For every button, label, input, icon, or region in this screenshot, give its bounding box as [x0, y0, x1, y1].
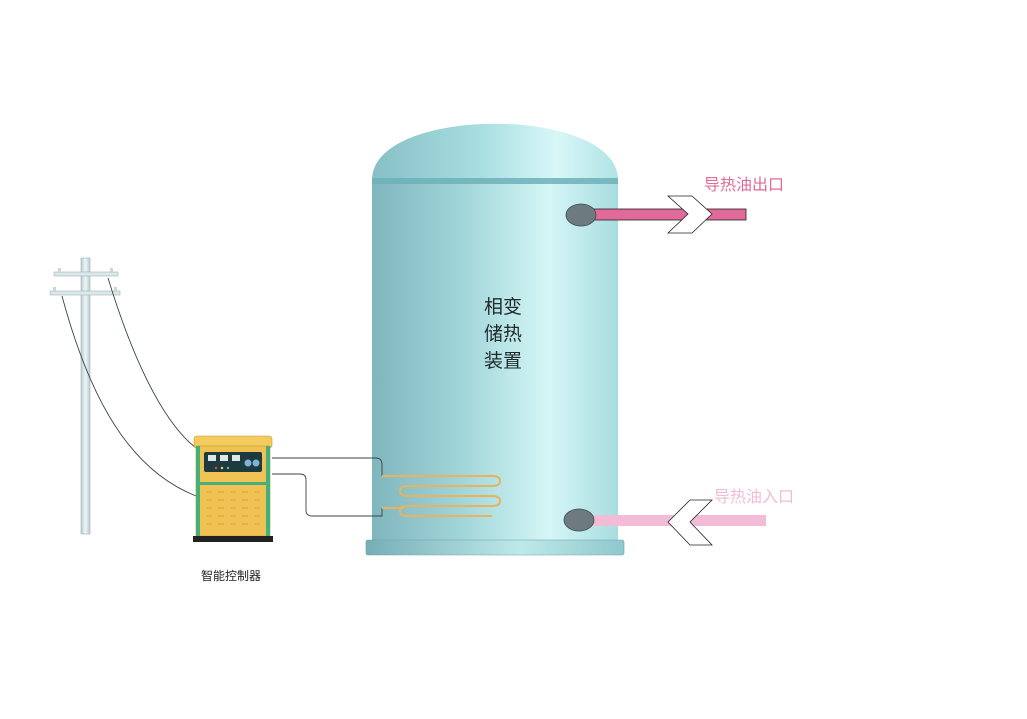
flow-arrow-icon: [666, 195, 713, 234]
outlet-pipe: [565, 195, 747, 234]
outlet-label: 导热油出口: [704, 175, 785, 194]
tank-base: [365, 539, 625, 556]
outlet-nozzle: [565, 203, 597, 227]
tank-band: [372, 178, 618, 184]
tank-label-line: 装置: [483, 350, 522, 372]
tank-label-line: 储热: [483, 323, 522, 345]
tank-dome: [372, 123, 618, 180]
tank-label: 相变 储热 装置: [468, 294, 538, 375]
inlet-pipe: [563, 499, 766, 546]
tank-body: [372, 180, 618, 542]
inlet-label: 导热油入口: [714, 487, 795, 506]
controller-cabinet-icon: [193, 435, 273, 542]
utility-pole-icon: [49, 257, 121, 535]
controller-label: 智能控制器: [201, 569, 262, 583]
controller-panel: [204, 452, 262, 472]
flow-arrow-icon: [667, 499, 713, 546]
tank-label-line: 相变: [483, 296, 522, 318]
control-wires: [272, 457, 383, 517]
power-cables: [61, 277, 197, 497]
inlet-nozzle: [563, 508, 595, 532]
heating-coil-icon: [382, 475, 502, 517]
